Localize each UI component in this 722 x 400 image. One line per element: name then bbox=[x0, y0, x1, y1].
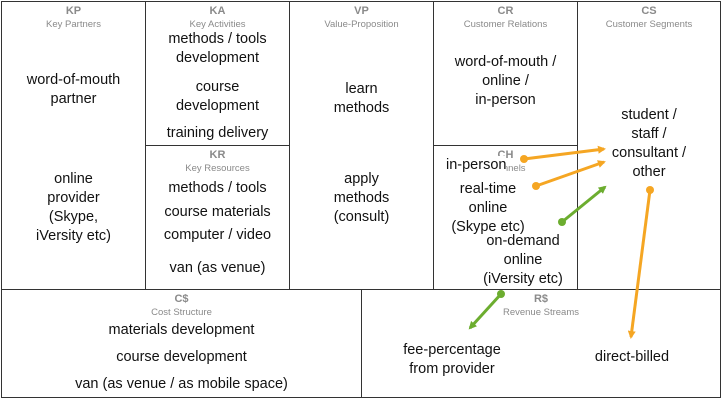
arrow-realtime-to-segments bbox=[532, 160, 606, 190]
kr-item: van (as venue) bbox=[169, 260, 266, 276]
revenue-streams-block: R$ Revenue Streams fee-percentage from p… bbox=[361, 289, 721, 398]
value-proposition-block: VP Value-Proposition learn methods apply… bbox=[289, 1, 434, 290]
vp-line: apply bbox=[344, 171, 379, 187]
kr-item: computer / video bbox=[163, 227, 272, 243]
rev-fee-percentage: fee-percentage from provider bbox=[382, 341, 522, 379]
cost-item: van (as venue / as mobile space) bbox=[75, 376, 288, 392]
kp-line: word-of-mouth bbox=[26, 72, 121, 88]
cr-items: word-of-mouth / online / in-person bbox=[434, 53, 577, 110]
cs-items: student / staff / consultant / other bbox=[578, 106, 720, 182]
vp-code: VP bbox=[354, 5, 369, 17]
vp-line: methods bbox=[333, 190, 390, 206]
kr-item: methods / tools bbox=[168, 180, 267, 196]
ka-line: development bbox=[175, 98, 260, 114]
kp-line: partner bbox=[50, 91, 97, 107]
ka-line: training delivery bbox=[166, 125, 269, 141]
arrow-segments-to-direct-billed bbox=[627, 186, 654, 339]
ch-line: on-demand bbox=[486, 233, 560, 249]
channels-block: CH Channels in-person real-time online (… bbox=[433, 145, 578, 290]
ch-line: online bbox=[503, 252, 543, 268]
cr-line: word-of-mouth / bbox=[454, 54, 557, 70]
cs-line: consultant / bbox=[611, 145, 687, 161]
ch-realtime: real-time online (Skype etc) bbox=[444, 180, 532, 237]
ch-ondemand: on-demand online (iVersity etc) bbox=[478, 232, 568, 289]
rev-direct-billed: direct-billed bbox=[594, 349, 670, 365]
rev-line: from provider bbox=[409, 361, 495, 377]
arrow-channels-to-fee bbox=[468, 290, 505, 330]
cr-title: Customer Relations bbox=[463, 19, 548, 30]
cost-title: Cost Structure bbox=[151, 307, 212, 318]
cs-line: student / bbox=[621, 107, 677, 123]
kp-partner-word-of-mouth: word-of-mouth partner bbox=[2, 71, 145, 109]
rev-title: Revenue Streams bbox=[502, 307, 580, 318]
kp-line: iVersity etc) bbox=[36, 228, 111, 244]
ka-line: development bbox=[175, 50, 260, 66]
ch-in-person: in-person bbox=[446, 156, 507, 175]
ka-line: methods / tools bbox=[168, 31, 267, 47]
customer-relations-block: CR Customer Relations word-of-mouth / on… bbox=[433, 1, 578, 146]
cost-item: materials development bbox=[108, 322, 255, 338]
customer-segments-block: CS Customer Segments student / staff / c… bbox=[577, 1, 721, 290]
key-activities-block: KA Key Activities methods / tools develo… bbox=[145, 1, 290, 146]
cost-code: C$ bbox=[174, 293, 189, 305]
vp-line: (consult) bbox=[333, 209, 390, 225]
ch-line: (iVersity etc) bbox=[483, 271, 563, 287]
ka-item: methods / tools development bbox=[146, 30, 289, 68]
kp-line: online bbox=[54, 171, 93, 187]
ch-line: (Skype etc) bbox=[451, 219, 525, 235]
kr-code: KR bbox=[209, 149, 226, 161]
cost-structure-block: C$ Cost Structure materials development … bbox=[1, 289, 362, 398]
cs-code: CS bbox=[641, 5, 657, 17]
cs-line: other bbox=[632, 164, 666, 180]
kr-title: Key Resources bbox=[185, 163, 250, 174]
kp-title: Key Partners bbox=[46, 19, 101, 30]
kp-code: KP bbox=[65, 5, 82, 17]
arrow-ondemand-to-segments bbox=[558, 185, 607, 226]
rev-code: R$ bbox=[533, 293, 549, 305]
arrow-in-person-to-segments bbox=[520, 145, 606, 163]
cr-line: online / bbox=[482, 73, 529, 89]
cs-title: Customer Segments bbox=[605, 19, 693, 30]
vp-line: methods bbox=[333, 100, 390, 116]
cr-code: CR bbox=[497, 5, 514, 17]
kp-line: (Skype, bbox=[48, 209, 99, 225]
kp-partner-online-provider: online provider (Skype, iVersity etc) bbox=[2, 170, 145, 246]
ka-item: course development bbox=[146, 78, 289, 116]
key-partners-block: KP Key Partners word-of-mouth partner on… bbox=[1, 1, 146, 290]
vp-item-apply: apply methods (consult) bbox=[290, 170, 433, 227]
ch-line: online bbox=[468, 200, 508, 216]
ka-item: training delivery bbox=[146, 124, 289, 143]
ka-code: KA bbox=[209, 5, 226, 17]
ch-line: real-time bbox=[459, 181, 517, 197]
vp-line: learn bbox=[345, 81, 378, 97]
cr-line: in-person bbox=[475, 92, 536, 108]
cost-item: course development bbox=[116, 349, 247, 365]
ka-line: course bbox=[195, 79, 240, 95]
vp-title: Value-Proposition bbox=[324, 19, 399, 30]
ka-title: Key Activities bbox=[189, 19, 246, 30]
cs-line: staff / bbox=[631, 126, 667, 142]
kr-item: course materials bbox=[164, 204, 271, 220]
key-resources-block: KR Key Resources methods / tools course … bbox=[145, 145, 290, 290]
vp-item-learn: learn methods bbox=[290, 80, 433, 118]
rev-line: fee-percentage bbox=[403, 342, 501, 358]
kp-line: provider bbox=[47, 190, 100, 206]
